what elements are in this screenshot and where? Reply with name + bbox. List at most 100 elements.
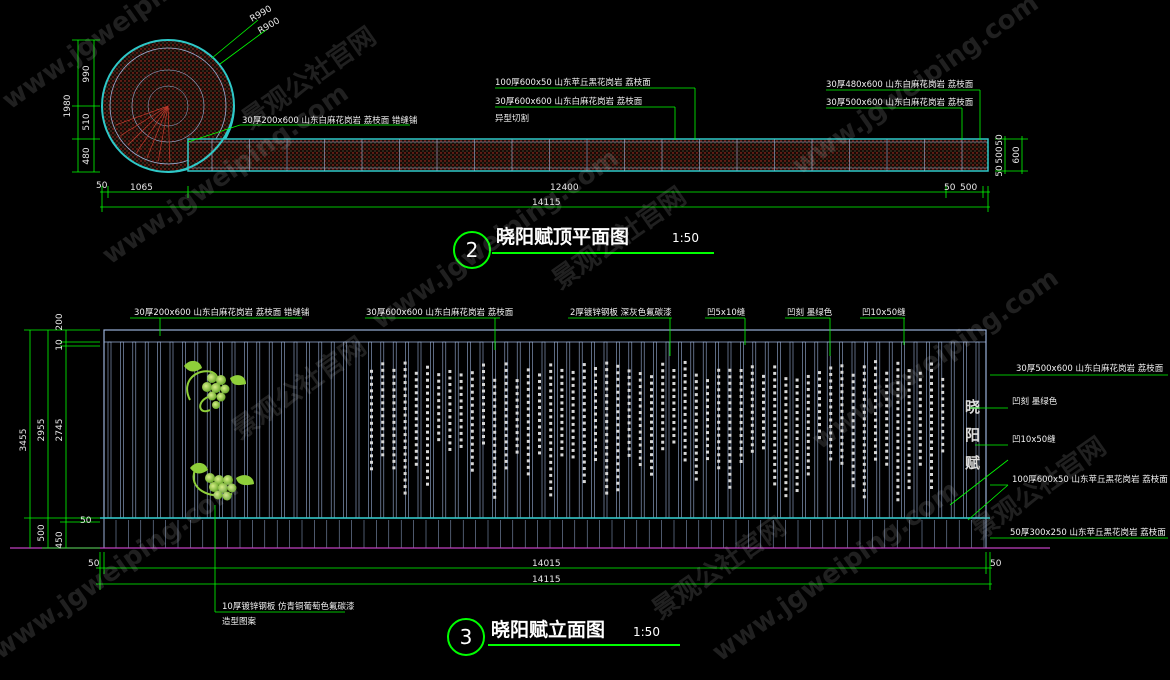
poem-glyph [470, 455, 474, 459]
poem-glyph [526, 426, 530, 430]
poem-glyph [426, 424, 429, 428]
poem-glyph [795, 482, 799, 486]
poem-glyph [661, 362, 665, 366]
poem-glyph [493, 463, 497, 467]
poem-glyph [482, 402, 485, 406]
poem-glyph [638, 398, 642, 402]
poem-glyph [862, 495, 866, 499]
poem-glyph [549, 382, 553, 386]
poem-glyph [829, 418, 833, 422]
poem-glyph [784, 403, 788, 407]
poem-glyph [448, 408, 452, 412]
poem-glyph [739, 369, 743, 373]
poem-glyph [739, 375, 743, 379]
poem-glyph [762, 400, 765, 404]
poem-glyph [392, 459, 396, 463]
poem-glyph [918, 423, 922, 427]
poem-glyph [762, 413, 765, 417]
poem-glyph [638, 424, 642, 428]
poem-glyph [739, 408, 743, 412]
poem-glyph [918, 371, 922, 375]
poem-glyph [627, 375, 631, 379]
poem-glyph [739, 421, 743, 425]
poem-glyph [515, 385, 519, 389]
poem-glyph [806, 426, 810, 430]
poem-glyph [414, 443, 418, 447]
poem-glyph [638, 456, 642, 460]
poem-glyph [717, 388, 721, 392]
poem-glyph [582, 480, 586, 484]
poem-glyph [616, 462, 620, 466]
poem-glyph [560, 453, 564, 457]
poem-glyph [437, 431, 441, 435]
poem-text-columns [370, 360, 945, 502]
poem-glyph [526, 452, 530, 456]
steel-bar [876, 341, 881, 519]
poem-glyph [840, 403, 844, 407]
poem-glyph [706, 392, 709, 396]
poem-glyph [806, 374, 810, 378]
poem-glyph [862, 449, 866, 453]
elev-dim-total-height: 3455 [19, 429, 29, 452]
elev-callout-right-1: 30厚500x600 山东白麻花岗岩 荔枝面 [1016, 363, 1164, 374]
plan-bottom-dims [100, 186, 990, 212]
poem-glyph [381, 394, 385, 398]
poem-glyph [638, 404, 642, 408]
poem-glyph [605, 394, 609, 398]
steel-bar [293, 341, 298, 519]
poem-glyph [560, 394, 564, 398]
svg-text:600: 600 [1012, 146, 1022, 163]
poem-glyph [482, 363, 485, 367]
svg-text:2955: 2955 [37, 419, 47, 442]
poem-glyph [683, 393, 687, 397]
poem-glyph [661, 447, 665, 451]
poem-glyph [739, 453, 743, 457]
elev-callout-top-2: 30厚600x600 山东白麻花岗岩 荔枝面 [366, 307, 514, 318]
poem-glyph [706, 385, 709, 389]
poem-glyph [370, 428, 373, 432]
poem-glyph [538, 379, 541, 383]
spiral-ray [157, 105, 169, 162]
steel-bar [777, 341, 781, 519]
poem-glyph [403, 452, 407, 456]
poem-glyph [851, 432, 855, 436]
poem-glyph [526, 433, 530, 437]
steel-bar [430, 341, 434, 519]
poem-glyph [616, 423, 620, 427]
poem-glyph [549, 473, 553, 477]
poem-glyph [784, 455, 788, 459]
steel-bar [653, 341, 657, 519]
poem-glyph [795, 437, 799, 441]
poem-glyph [414, 404, 418, 408]
poem-glyph [930, 388, 933, 392]
poem-glyph [750, 397, 754, 401]
poem-glyph [840, 461, 844, 465]
poem-glyph [582, 382, 586, 386]
poem-glyph [672, 440, 676, 444]
poem-glyph [762, 433, 765, 437]
poem-glyph [907, 460, 911, 464]
plan-title-badge [453, 231, 491, 269]
poem-glyph [560, 407, 564, 411]
poem-glyph [638, 430, 642, 434]
plan-spiral-rays [115, 105, 171, 162]
plan-callout-mid-2: 30厚600x600 山东白麻花岗岩 荔枝面 [495, 96, 643, 107]
steel-bar [182, 341, 186, 519]
poem-glyph [538, 431, 541, 435]
poem-glyph [515, 450, 519, 454]
poem-glyph [448, 382, 452, 386]
poem-glyph [549, 454, 553, 458]
poem-glyph [616, 377, 620, 381]
poem-glyph [862, 469, 866, 473]
poem-glyph [896, 478, 900, 482]
grape-ornament-lower [190, 462, 254, 501]
poem-glyph [638, 463, 642, 467]
poem-glyph [941, 429, 945, 433]
svg-text:10: 10 [55, 339, 65, 351]
plan-dim-510: 510 [82, 113, 92, 130]
poem-glyph [750, 417, 754, 421]
poem-glyph [750, 449, 754, 453]
poem-glyph [851, 438, 855, 442]
svg-text:14015: 14015 [532, 559, 561, 569]
poem-glyph [739, 388, 743, 392]
